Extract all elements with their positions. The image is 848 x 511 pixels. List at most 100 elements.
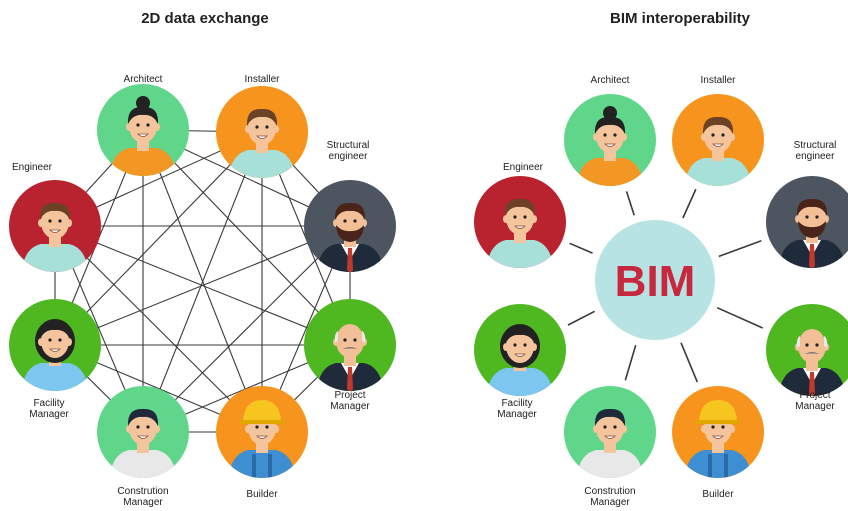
right-avatar-face-construction-manager bbox=[596, 411, 624, 445]
right-label-line-structural-engineer: engineer bbox=[796, 151, 836, 162]
left-avatar-face-project-manager bbox=[336, 324, 364, 358]
left-label-line-installer: Installer bbox=[244, 74, 280, 85]
left-label-line-project-manager: Project bbox=[334, 390, 365, 401]
right-label-line-project-manager: Project bbox=[799, 390, 830, 401]
right-avatar-face-facility-manager bbox=[506, 329, 534, 363]
right-avatar-engineer bbox=[474, 176, 566, 268]
left-label-line-builder: Builder bbox=[246, 489, 278, 500]
left-avatar-face-architect bbox=[129, 109, 157, 143]
right-avatar-body-installer bbox=[684, 158, 752, 186]
right-label-line-construction-manager: Constrution bbox=[584, 486, 635, 497]
right-avatar-architect bbox=[564, 94, 656, 186]
right-label-line-engineer: Engineer bbox=[503, 162, 544, 173]
spoke-line-project-manager bbox=[716, 306, 764, 329]
spoke-line-builder bbox=[680, 342, 699, 383]
mesh-line-structural-engineer-construction-manager bbox=[142, 225, 351, 433]
right-label-architect: Architect bbox=[591, 75, 630, 86]
left-label-line-structural-engineer: engineer bbox=[329, 151, 369, 162]
left-avatar-body-builder bbox=[228, 450, 296, 478]
left-label-line-construction-manager: Manager bbox=[123, 497, 163, 508]
mesh-line-installer-construction-manager bbox=[142, 131, 263, 433]
right-avatar-face-engineer bbox=[506, 201, 534, 235]
left-label-line-project-manager: Manager bbox=[330, 401, 370, 412]
right-avatar-installer bbox=[672, 94, 764, 186]
right-label-engineer: Engineer bbox=[503, 162, 544, 173]
right-avatar-project-manager bbox=[766, 304, 848, 396]
right-label-line-project-manager: Manager bbox=[795, 401, 835, 412]
left-avatar-body-architect bbox=[109, 148, 177, 176]
left-avatar-body-facility-manager bbox=[21, 363, 89, 391]
left-avatar-face-engineer bbox=[41, 205, 69, 239]
right-avatar-face-installer bbox=[704, 119, 732, 153]
right-avatar-construction-manager bbox=[564, 386, 656, 478]
right-label-line-installer: Installer bbox=[700, 75, 736, 86]
bim-hub: BIM bbox=[595, 220, 715, 340]
left-label-line-construction-manager: Constrution bbox=[117, 486, 168, 497]
spoke-line-engineer bbox=[569, 242, 593, 254]
left-avatar-structural-engineer bbox=[304, 180, 396, 272]
right-label-line-facility-manager: Facility bbox=[501, 398, 532, 409]
left-avatar-installer bbox=[216, 86, 308, 178]
right-avatar-body-facility-manager bbox=[486, 368, 554, 396]
mesh-line-builder-engineer bbox=[54, 225, 263, 433]
right-label-builder: Builder bbox=[702, 489, 734, 500]
right-avatar-body-construction-manager bbox=[576, 450, 644, 478]
right-avatar-structural-engineer bbox=[766, 176, 848, 268]
right-avatar-body-builder bbox=[684, 450, 752, 478]
spoke-line-structural-engineer bbox=[718, 239, 762, 258]
right-label-line-facility-manager: Manager bbox=[497, 409, 537, 420]
right-label-line-builder: Builder bbox=[702, 489, 734, 500]
left-panel-title: 2D data exchange bbox=[141, 10, 269, 27]
left-label-line-facility-manager: Facility bbox=[33, 398, 64, 409]
left-avatar-face-installer bbox=[248, 111, 276, 145]
right-avatar-face-architect bbox=[596, 119, 624, 153]
spoke-line-facility-manager bbox=[567, 310, 596, 326]
left-avatar-face-facility-manager bbox=[41, 324, 69, 358]
left-avatar-project-manager bbox=[304, 299, 396, 391]
left-avatar-body-installer bbox=[228, 150, 296, 178]
right-label-line-architect: Architect bbox=[591, 75, 630, 86]
left-avatar-architect bbox=[97, 84, 189, 176]
left-label-line-architect: Architect bbox=[124, 74, 163, 85]
right-hub-connections bbox=[567, 188, 764, 383]
left-label-architect: Architect bbox=[124, 74, 163, 85]
right-avatar-face-project-manager bbox=[798, 329, 826, 363]
spoke-line-architect bbox=[625, 191, 635, 216]
mesh-line-architect-project-manager bbox=[142, 129, 351, 346]
mesh-line-project-manager-engineer bbox=[54, 225, 351, 346]
right-avatar-builder bbox=[672, 386, 764, 478]
left-label-engineer: Engineer bbox=[12, 162, 53, 173]
left-avatar-builder bbox=[216, 386, 308, 478]
left-avatar-facility-manager bbox=[9, 299, 101, 391]
left-label-line-facility-manager: Manager bbox=[29, 409, 69, 420]
left-mesh-connections bbox=[54, 129, 351, 433]
right-panel-title: BIM interoperability bbox=[609, 10, 751, 27]
mesh-line-installer-facility-manager bbox=[54, 131, 263, 346]
right-avatar-body-architect bbox=[576, 158, 644, 186]
left-avatar-face-construction-manager bbox=[129, 411, 157, 445]
right-label-line-structural-engineer: Structural bbox=[794, 140, 837, 151]
left-avatar-construction-manager bbox=[97, 386, 189, 478]
left-avatar-body-engineer bbox=[21, 244, 89, 272]
left-label-line-engineer: Engineer bbox=[12, 162, 53, 173]
bim-hub-circle bbox=[595, 220, 715, 340]
left-label-installer: Installer bbox=[244, 74, 280, 85]
spoke-line-installer bbox=[682, 188, 697, 219]
left-avatar-body-construction-manager bbox=[109, 450, 177, 478]
right-avatar-body-engineer bbox=[486, 240, 554, 268]
right-label-line-construction-manager: Manager bbox=[590, 497, 630, 508]
right-label-installer: Installer bbox=[700, 75, 736, 86]
left-label-builder: Builder bbox=[246, 489, 278, 500]
bim-hub-label: BIM bbox=[615, 257, 696, 306]
